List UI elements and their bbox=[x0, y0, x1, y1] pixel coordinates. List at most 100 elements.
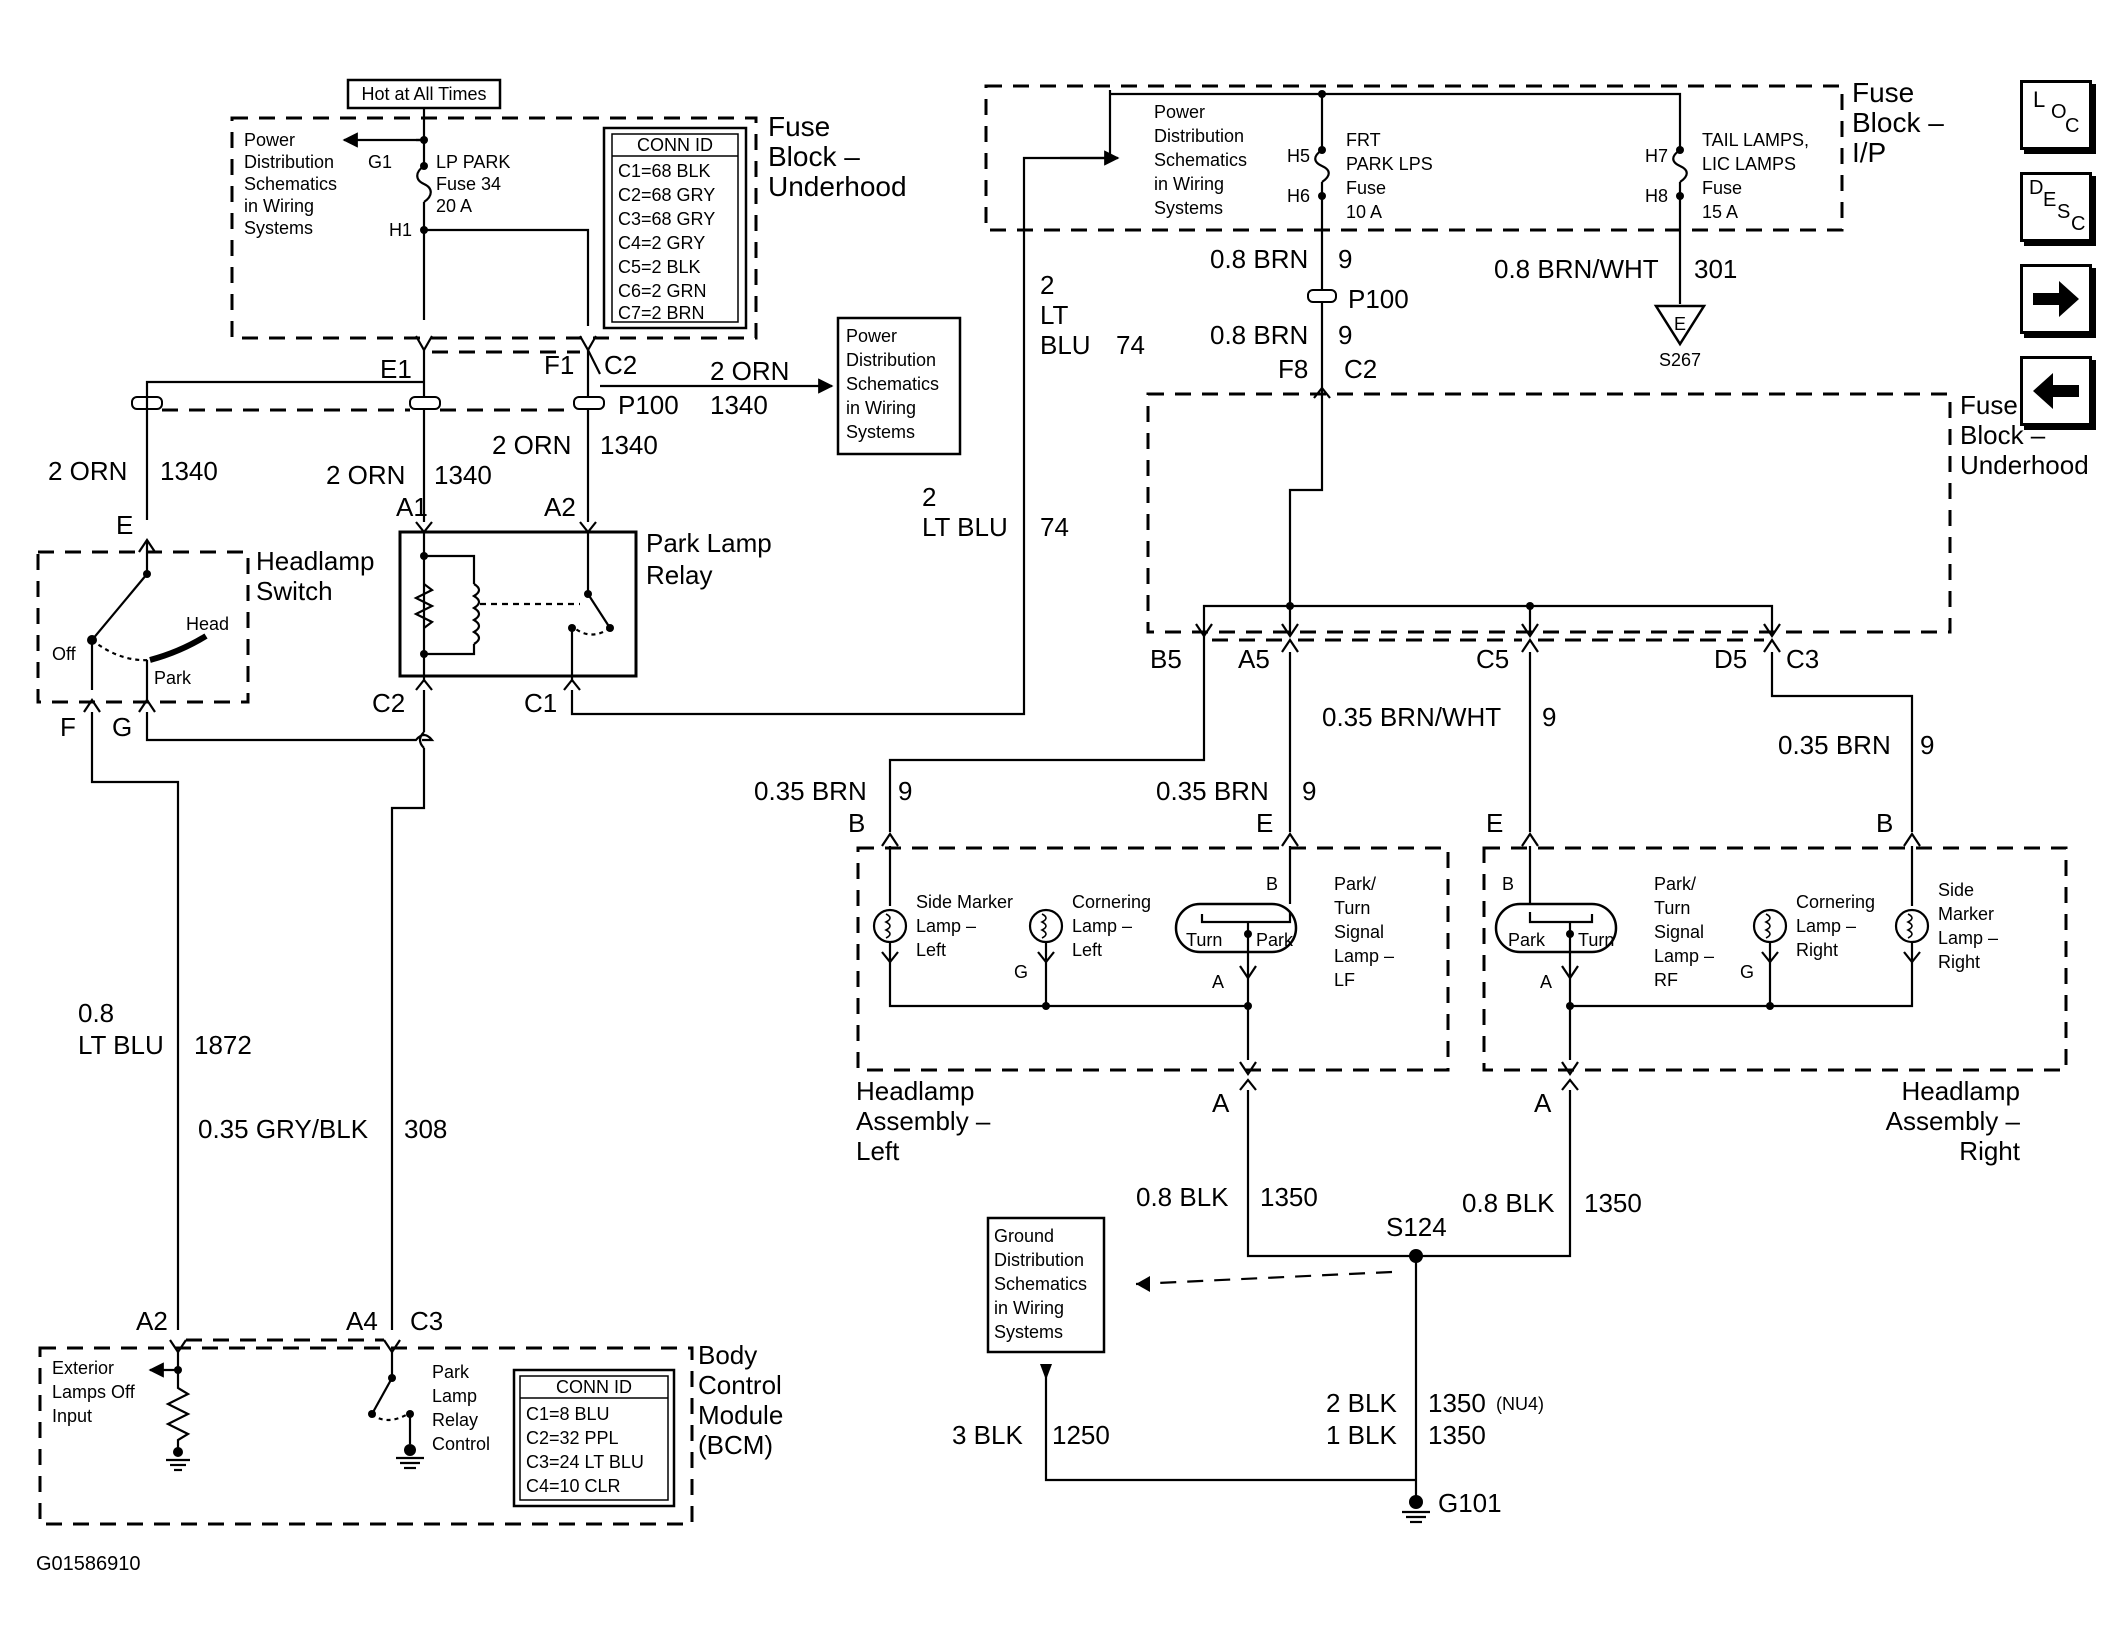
svg-text:Power: Power bbox=[1154, 102, 1205, 122]
wire-labels-ip: 0.8 BRN 9 0.8 BRN/WHT 301 0.8 BRN 9 F8 C… bbox=[1210, 244, 1737, 384]
svg-text:CONN ID: CONN ID bbox=[556, 1377, 632, 1397]
svg-text:Relay: Relay bbox=[646, 560, 712, 590]
desc-button[interactable]: D E S C bbox=[2020, 172, 2092, 242]
loc-button[interactable]: L O C bbox=[2020, 80, 2092, 150]
svg-text:0.8 BLK: 0.8 BLK bbox=[1136, 1182, 1229, 1212]
svg-text:Headlamp: Headlamp bbox=[1901, 1076, 2020, 1106]
svg-text:F: F bbox=[60, 712, 76, 742]
wire-labels-lt-blu: 2 LT BLU 74 2 LT BLU 74 bbox=[922, 270, 1145, 542]
pds-ref-top-left: Power Distribution Schematics in Wiring … bbox=[244, 130, 337, 238]
svg-text:Park/: Park/ bbox=[1654, 874, 1696, 894]
svg-text:C3: C3 bbox=[410, 1306, 443, 1336]
svg-text:Signal: Signal bbox=[1334, 922, 1384, 942]
svg-text:Assembly –: Assembly – bbox=[856, 1106, 991, 1136]
headlamp-switch: Headlamp Switch E Off Head Park F G bbox=[52, 510, 375, 742]
svg-text:2: 2 bbox=[1040, 270, 1054, 300]
svg-text:C3=68 GRY: C3=68 GRY bbox=[618, 209, 715, 229]
svg-text:Left: Left bbox=[856, 1136, 900, 1166]
svg-text:1350: 1350 bbox=[1260, 1182, 1318, 1212]
svg-text:Park: Park bbox=[1508, 930, 1546, 950]
svg-text:9: 9 bbox=[1338, 244, 1352, 274]
svg-text:Systems: Systems bbox=[244, 218, 313, 238]
svg-text:C1=8 BLU: C1=8 BLU bbox=[526, 1404, 610, 1424]
svg-text:Marker: Marker bbox=[1938, 904, 1994, 924]
svg-text:Control: Control bbox=[698, 1370, 782, 1400]
svg-text:Signal: Signal bbox=[1654, 922, 1704, 942]
headlamp-assembly-left: Side Marker Lamp – Left Cornering Lamp –… bbox=[856, 832, 1394, 1166]
svg-text:0.8 BLK: 0.8 BLK bbox=[1462, 1188, 1555, 1218]
svg-text:H1: H1 bbox=[389, 220, 412, 240]
svg-text:in Wiring: in Wiring bbox=[1154, 174, 1224, 194]
svg-text:F1: F1 bbox=[544, 350, 574, 380]
svg-text:Park Lamp: Park Lamp bbox=[646, 528, 772, 558]
svg-text:Underhood: Underhood bbox=[768, 171, 907, 202]
svg-text:Input: Input bbox=[52, 1406, 92, 1426]
svg-text:2 BLK: 2 BLK bbox=[1326, 1388, 1397, 1418]
svg-text:C2=68 GRY: C2=68 GRY bbox=[618, 185, 715, 205]
svg-text:Fuse: Fuse bbox=[1346, 178, 1386, 198]
svg-text:Assembly –: Assembly – bbox=[1886, 1106, 2021, 1136]
svg-text:Fuse: Fuse bbox=[1852, 77, 1914, 108]
svg-text:1340: 1340 bbox=[434, 460, 492, 490]
next-button[interactable] bbox=[2020, 264, 2092, 334]
svg-text:0.35 BRN: 0.35 BRN bbox=[1156, 776, 1269, 806]
prev-button[interactable] bbox=[2020, 356, 2092, 426]
svg-text:Off: Off bbox=[52, 644, 77, 664]
svg-text:Turn: Turn bbox=[1578, 930, 1614, 950]
svg-text:E1: E1 bbox=[380, 354, 412, 384]
svg-text:0.8 BRN/WHT: 0.8 BRN/WHT bbox=[1494, 254, 1659, 284]
svg-text:Turn: Turn bbox=[1654, 898, 1690, 918]
svg-text:A: A bbox=[1212, 1088, 1230, 1118]
conn-id-bcm: CONN ID C1=8 BLU C2=32 PPL C3=24 LT BLU … bbox=[512, 1368, 676, 1508]
svg-text:10 A: 10 A bbox=[1346, 202, 1382, 222]
svg-text:B: B bbox=[848, 808, 865, 838]
svg-text:2: 2 bbox=[922, 482, 936, 512]
svg-text:P100: P100 bbox=[618, 390, 679, 420]
pds-ref-ip: Power Distribution Schematics in Wiring … bbox=[1154, 102, 1247, 218]
svg-text:Power: Power bbox=[846, 326, 897, 346]
svg-text:1250: 1250 bbox=[1052, 1420, 1110, 1450]
fuse-block-ip-label: Fuse Block – I/P bbox=[1852, 77, 1944, 168]
svg-text:Distribution: Distribution bbox=[994, 1250, 1084, 1270]
svg-text:P100: P100 bbox=[1348, 284, 1409, 314]
svg-text:1350: 1350 bbox=[1428, 1420, 1486, 1450]
svg-text:PARK LPS: PARK LPS bbox=[1346, 154, 1433, 174]
fuse-lp-park: G1 H1 LP PARK Fuse 34 20 A bbox=[368, 148, 510, 320]
svg-text:(NU4): (NU4) bbox=[1496, 1394, 1544, 1414]
svg-text:E: E bbox=[1674, 314, 1686, 334]
svg-text:74: 74 bbox=[1116, 330, 1145, 360]
svg-text:Lamp –: Lamp – bbox=[916, 916, 976, 936]
svg-text:Body: Body bbox=[698, 1340, 757, 1370]
svg-text:H6: H6 bbox=[1287, 186, 1310, 206]
svg-text:0.8 BRN: 0.8 BRN bbox=[1210, 244, 1308, 274]
svg-text:Park: Park bbox=[154, 668, 192, 688]
fuse-block-underhood-right-label: Fuse Block – Underhood bbox=[1960, 390, 2089, 480]
svg-text:A: A bbox=[1534, 1088, 1552, 1118]
svg-text:LT: LT bbox=[1040, 300, 1069, 330]
svg-text:E: E bbox=[1256, 808, 1273, 838]
svg-text:Fuse: Fuse bbox=[1702, 178, 1742, 198]
svg-text:0.35 BRN/WHT: 0.35 BRN/WHT bbox=[1322, 702, 1501, 732]
arrow-left-icon bbox=[2033, 373, 2079, 409]
figure-id: G01586910 bbox=[36, 1553, 141, 1575]
park-lamp-relay: A1 A2 Park Lamp Relay C2 C1 bbox=[372, 492, 772, 718]
svg-text:Right: Right bbox=[1959, 1136, 2020, 1166]
svg-text:Right: Right bbox=[1796, 940, 1838, 960]
svg-text:F8: F8 bbox=[1278, 354, 1308, 384]
svg-text:Turn: Turn bbox=[1186, 930, 1222, 950]
svg-text:Lamp –: Lamp – bbox=[1796, 916, 1856, 936]
svg-text:Left: Left bbox=[1072, 940, 1102, 960]
svg-text:Schematics: Schematics bbox=[846, 374, 939, 394]
svg-text:9: 9 bbox=[1302, 776, 1316, 806]
svg-text:Module: Module bbox=[698, 1400, 783, 1430]
connectors-b5-a5-c5-d5: B5 A5 C5 D5 C3 bbox=[1150, 623, 1819, 674]
svg-text:A: A bbox=[1540, 972, 1552, 992]
svg-text:Block –: Block – bbox=[1852, 107, 1944, 138]
ground-g101: G101 bbox=[1402, 1488, 1502, 1524]
svg-text:B: B bbox=[1502, 874, 1514, 894]
hot-at-all-times-box: Hot at All Times bbox=[346, 78, 502, 110]
svg-text:A4: A4 bbox=[346, 1306, 378, 1336]
svg-text:Headlamp: Headlamp bbox=[256, 546, 375, 576]
svg-text:1340: 1340 bbox=[600, 430, 658, 460]
svg-text:C4=10 CLR: C4=10 CLR bbox=[526, 1476, 621, 1496]
